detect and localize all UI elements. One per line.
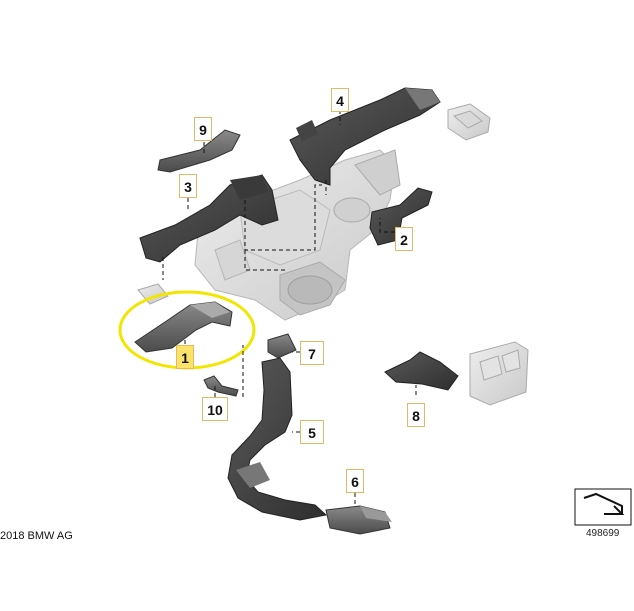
- hvac-housing: [194, 149, 401, 321]
- part-8-vent: [384, 351, 459, 391]
- callout-3[interactable]: 3: [179, 174, 197, 198]
- callout-1[interactable]: 1: [176, 345, 194, 369]
- leader-lines: [162, 110, 417, 505]
- part-7-connector: [267, 333, 297, 359]
- callout-9[interactable]: 9: [194, 117, 212, 141]
- callout-2[interactable]: 2: [395, 227, 413, 251]
- callout-6[interactable]: 6: [346, 469, 364, 493]
- vent-panel-right: [469, 341, 529, 406]
- part-10-sensor: [203, 375, 239, 397]
- part-5-duct: [227, 357, 328, 521]
- callout-5[interactable]: 5: [300, 420, 324, 444]
- part-1-duct: [134, 301, 233, 353]
- callout-7[interactable]: 7: [300, 341, 324, 365]
- part-2-vent: [369, 187, 433, 246]
- callout-4[interactable]: 4: [331, 88, 349, 112]
- vent-grille-top-right: [447, 103, 491, 141]
- part-6-duct: [325, 505, 392, 535]
- callout-8[interactable]: 8: [407, 403, 425, 427]
- part-9-bracket: [157, 129, 241, 173]
- copyright-text: 2018 BMW AG: [0, 530, 73, 542]
- part-4-duct: [289, 87, 441, 186]
- callout-10[interactable]: 10: [202, 397, 228, 421]
- diagram-number: 498699: [586, 528, 620, 539]
- arrow-view-icon: [574, 488, 632, 526]
